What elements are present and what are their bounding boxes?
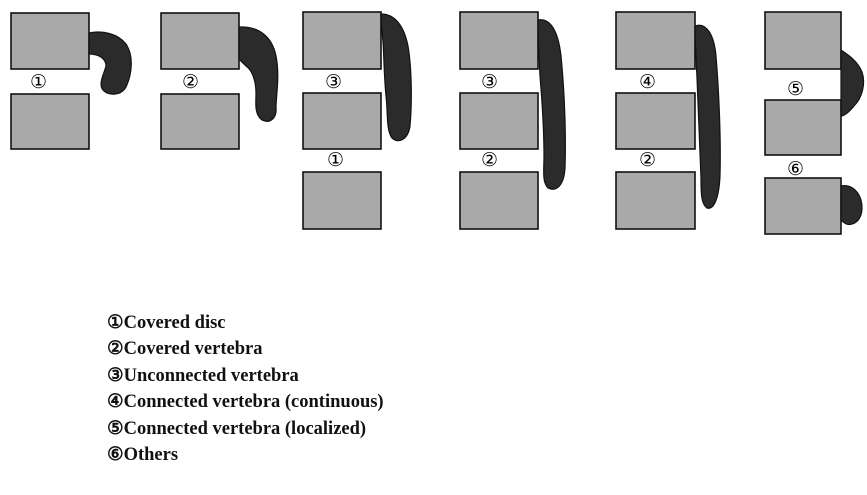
vertebra-middle: [302, 92, 382, 150]
number-label: ②: [481, 149, 498, 171]
number-label: ④: [639, 71, 656, 93]
vertebra-lower: [10, 93, 90, 150]
panel-connected-vertebra-continuous: ④ ②: [615, 11, 721, 230]
panel-covered-vertebra: ②: [160, 12, 279, 150]
number-label: ②: [639, 149, 656, 171]
number-label: ⑤: [787, 78, 804, 100]
number-label: ①: [327, 149, 344, 171]
vertebra-lower: [615, 171, 696, 230]
ossification-classification-diagram: ① ② ③ ① ③ ②: [10, 11, 865, 235]
panel-covered-disc: ①: [10, 12, 132, 150]
number-label: ③: [325, 71, 342, 93]
legend-item-others: ⑥Others: [107, 445, 179, 466]
legend: ①Covered disc ②Covered vertebra ③Unconne…: [107, 310, 384, 468]
ossification-mass: [238, 26, 279, 122]
panel-unconnected-vertebra: ③ ①: [302, 11, 412, 230]
vertebra-middle: [764, 99, 842, 156]
ossification-mass: [694, 24, 721, 209]
number-label: ①: [30, 71, 47, 93]
vertebra-upper: [764, 11, 842, 70]
legend-item-connected-vertebra-continuous: ④Connected vertebra (continuous): [107, 392, 384, 413]
vertebra-upper: [615, 11, 696, 70]
number-label: ③: [481, 71, 498, 93]
vertebra-upper: [459, 11, 539, 70]
ossification-mass-others: [840, 185, 863, 226]
panel-unconnected-vertebra-long: ③ ②: [459, 11, 566, 230]
vertebra-middle: [615, 92, 696, 150]
vertebra-lower: [459, 171, 539, 230]
ossification-mass: [88, 31, 132, 95]
ossification-mass-localized: [840, 48, 865, 117]
vertebra-upper: [302, 11, 382, 70]
vertebra-lower: [160, 93, 240, 150]
vertebra-upper: [10, 12, 90, 70]
vertebra-middle: [459, 92, 539, 150]
number-label: ⑥: [787, 158, 804, 180]
vertebra-lower: [764, 177, 842, 235]
ossification-mass: [380, 13, 412, 142]
panel-connected-vertebra-localized-others: ⑤ ⑥: [764, 11, 865, 235]
vertebra-lower: [302, 171, 382, 230]
number-label: ②: [182, 71, 199, 93]
legend-item-connected-vertebra-localized: ⑤Connected vertebra (localized): [107, 418, 367, 439]
legend-item-unconnected-vertebra: ③Unconnected vertebra: [107, 365, 299, 386]
ossification-mass: [537, 19, 566, 190]
legend-item-covered-vertebra: ②Covered vertebra: [107, 339, 263, 360]
vertebra-upper: [160, 12, 240, 70]
legend-item-covered-disc: ①Covered disc: [107, 313, 226, 333]
